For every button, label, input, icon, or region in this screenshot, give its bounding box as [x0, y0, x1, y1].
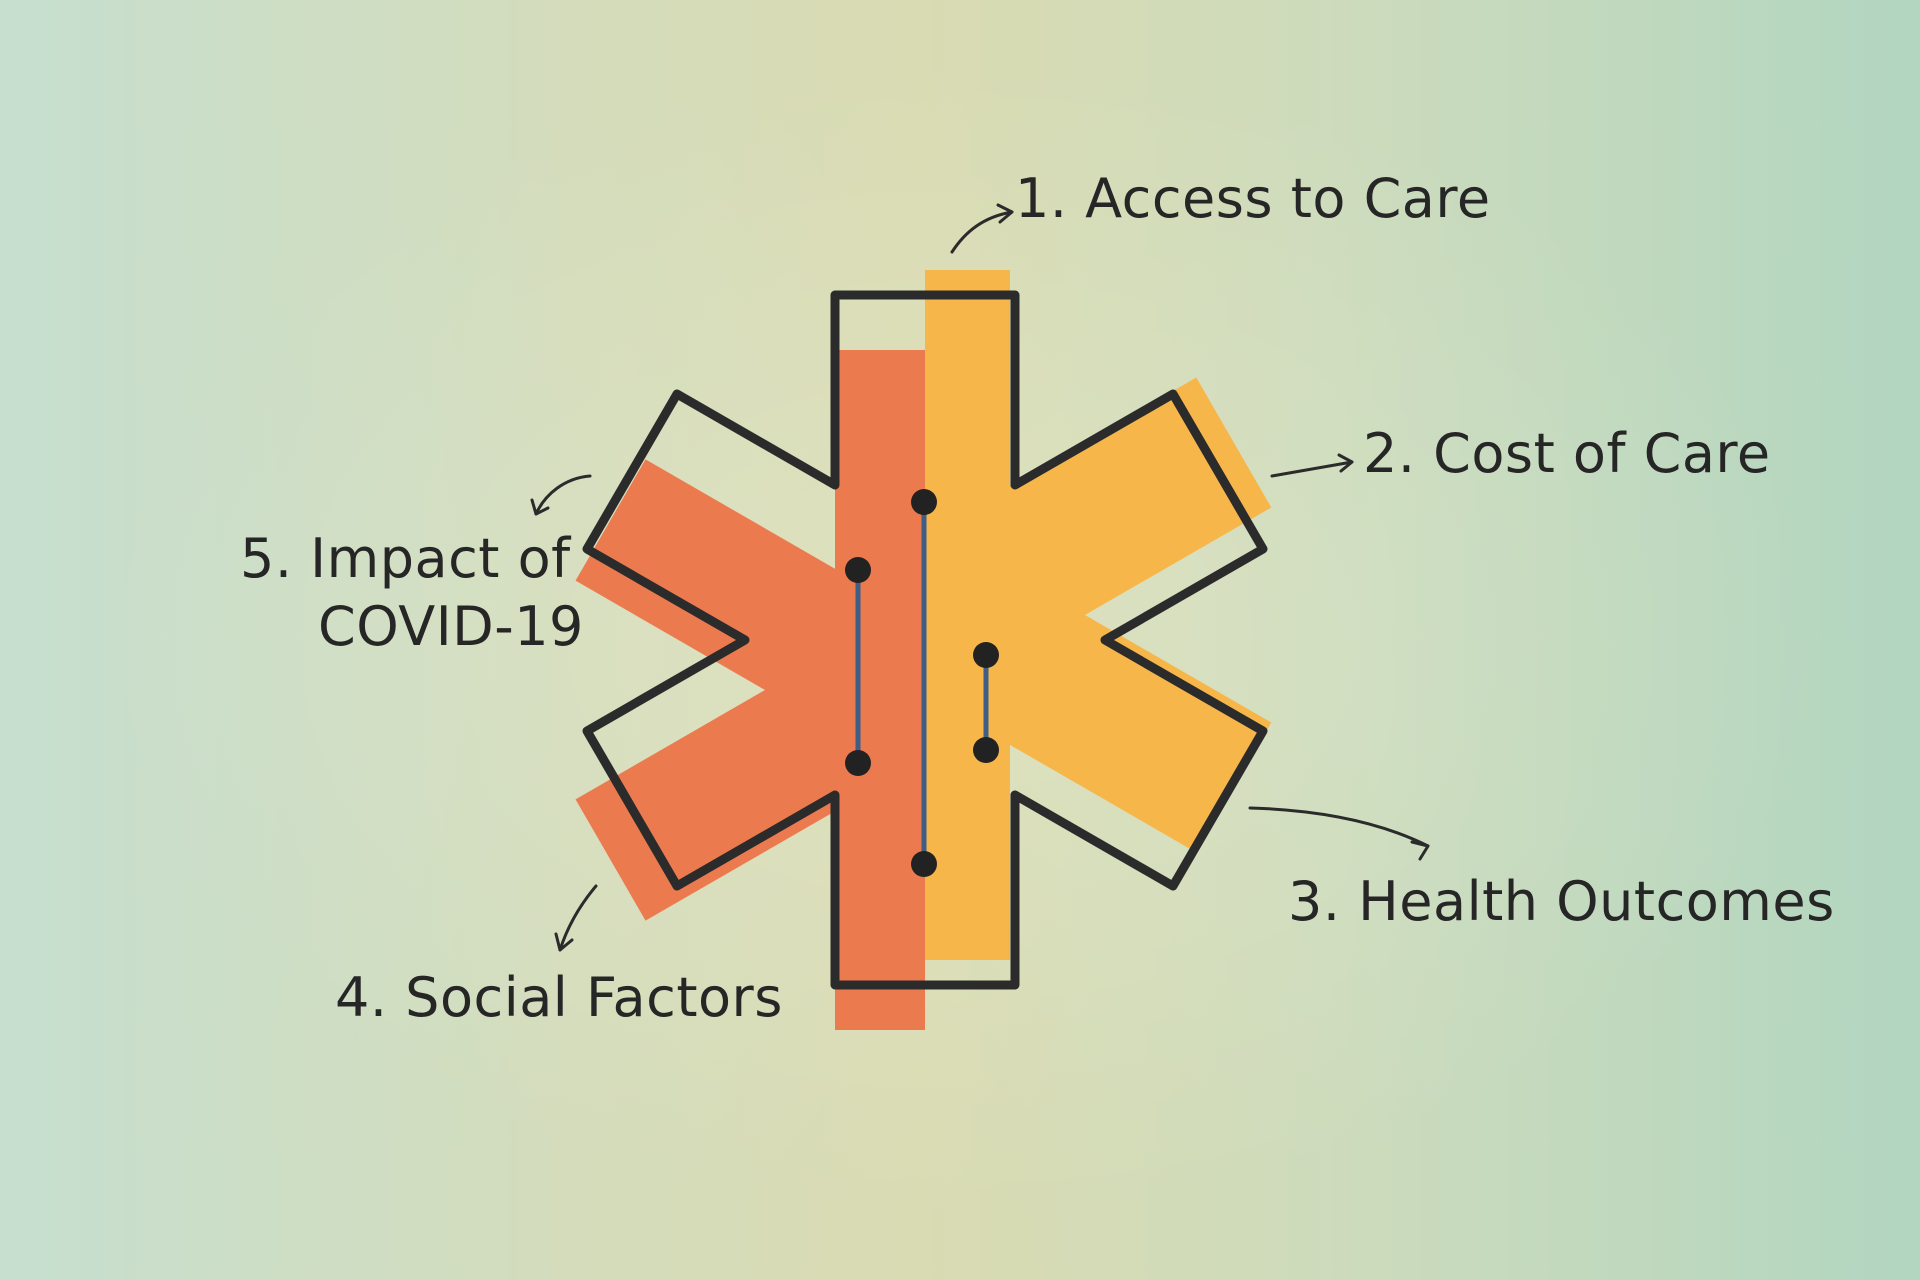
arrow-icon-social — [554, 884, 598, 952]
connector-dot — [911, 489, 937, 515]
label-impact-of-covid: 5. Impact of COVID-19 — [240, 525, 584, 660]
label-cost-of-care: 2. Cost of Care — [1363, 422, 1771, 485]
connector-dot — [845, 750, 871, 776]
arrow-icon-covid — [530, 474, 592, 516]
label-access-to-care: 1. Access to Care — [1015, 167, 1491, 230]
arrow-icon-cost — [1270, 453, 1354, 478]
arrow-icon-health — [1248, 806, 1430, 861]
star-of-life-icon — [575, 270, 1272, 1030]
connector-dot — [973, 642, 999, 668]
arrow-icon-access — [950, 203, 1014, 254]
label-covid-line1: 5. Impact of — [240, 527, 571, 590]
label-health-outcomes: 3. Health Outcomes — [1288, 870, 1835, 933]
connector-lines — [845, 489, 999, 877]
star-left-fill — [575, 350, 925, 1030]
connector-dot — [845, 557, 871, 583]
star-right-fill — [925, 270, 1272, 960]
label-social-factors: 4. Social Factors — [335, 966, 783, 1029]
connector-dot — [911, 851, 937, 877]
connector-dot — [973, 737, 999, 763]
label-covid-line2: COVID-19 — [318, 594, 584, 658]
star-outline — [582, 290, 1268, 990]
